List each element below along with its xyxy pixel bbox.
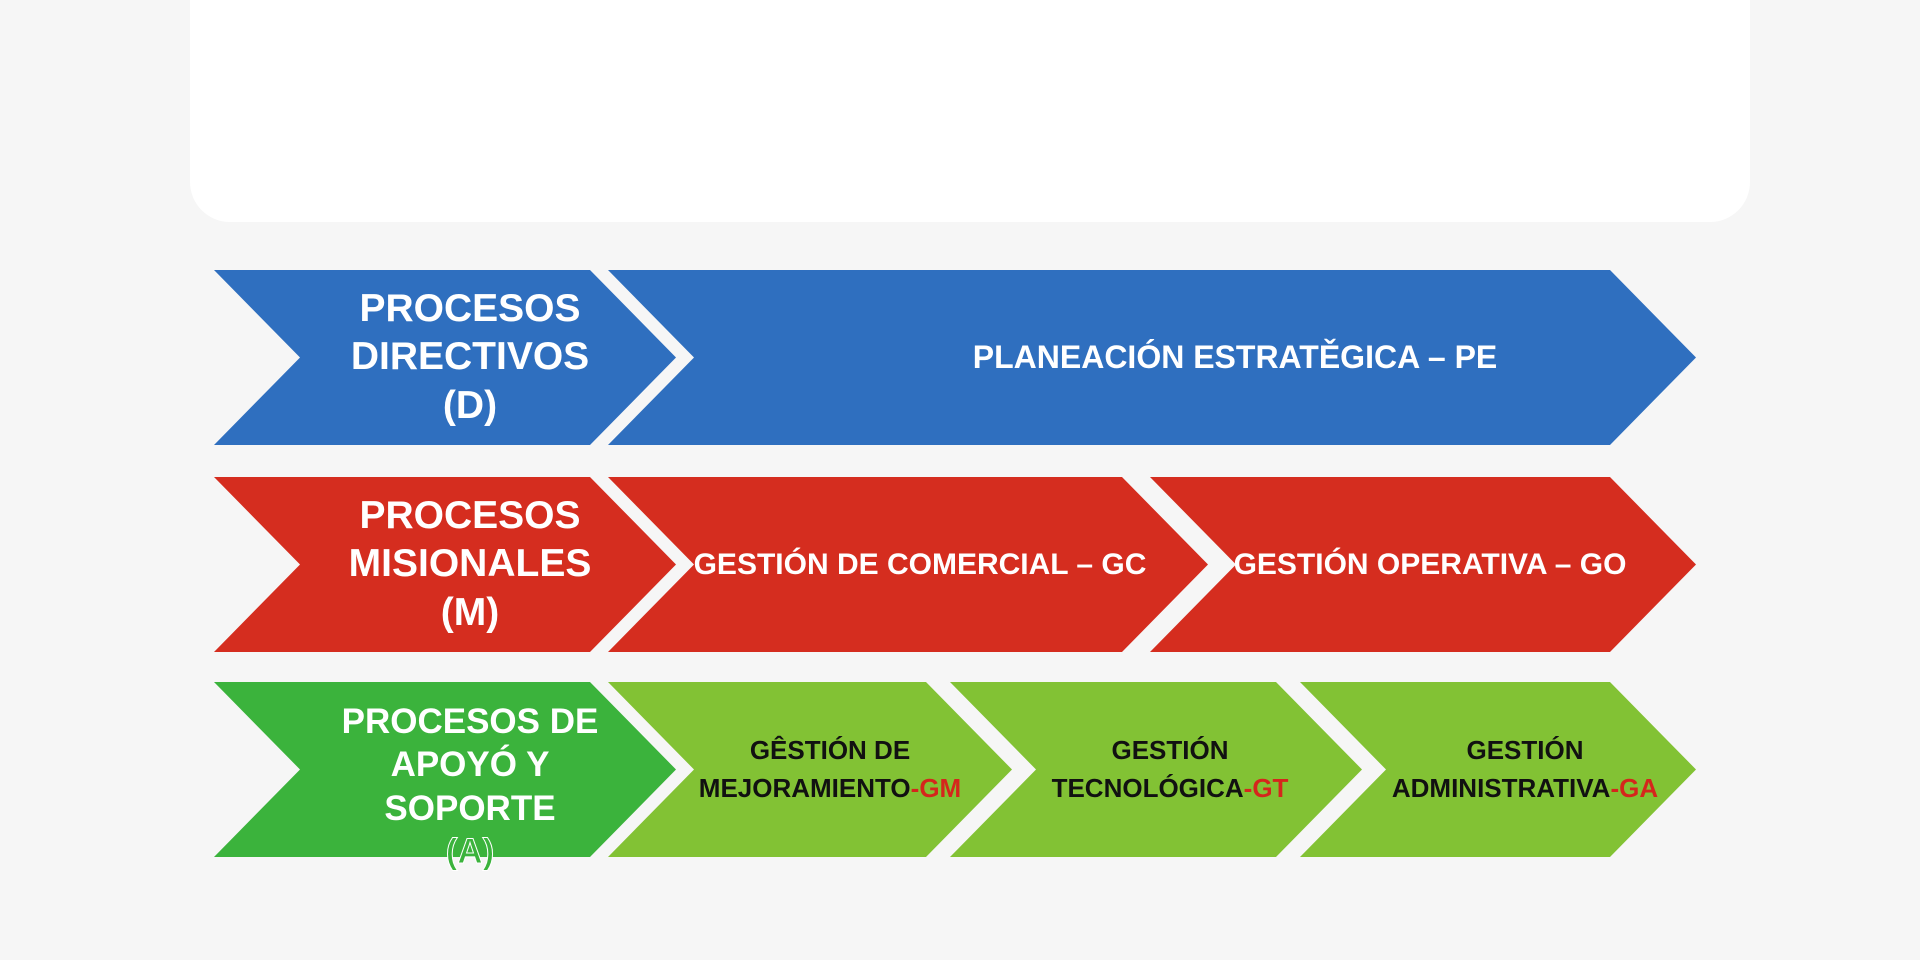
- row-apoyo-label: PROCESOS DE APOYÓ Y SOPORTE (A): [341, 702, 599, 872]
- row-directivos-label: PROCESOS DIRECTIVOS (D): [350, 286, 590, 427]
- chevron-gestion-mejoramiento-label: GÊSTIÓN DE MEJORAMIENTO-GM: [698, 734, 962, 803]
- row-misionales-label: PROCESOS MISIONALES (M): [348, 493, 592, 634]
- title-area: [190, 0, 1750, 222]
- chevron-gestion-administrativa-label: GESTIÓN ADMINISTRATIVA-GA: [1391, 734, 1659, 803]
- chevron-gestion-operativa-label: GESTIÓN OPERATIVA – GO: [1233, 547, 1627, 581]
- chevron-planeacion-estrategica: [608, 270, 1696, 445]
- chevron-gestion-tecnologica-label: GESTIÓN TECNOLÓGICA-GT: [1051, 734, 1289, 803]
- chevron-gestion-comercial-label: GESTIÓN DE COMERCIAL – GC: [693, 547, 1147, 581]
- chevron-planeacion-estrategica-label: PLANEACIÓN ESTRATĚGICA – PE: [972, 338, 1498, 375]
- chevron-gestion-operativa: [1150, 477, 1696, 652]
- chevron-gestion-comercial: [608, 477, 1208, 652]
